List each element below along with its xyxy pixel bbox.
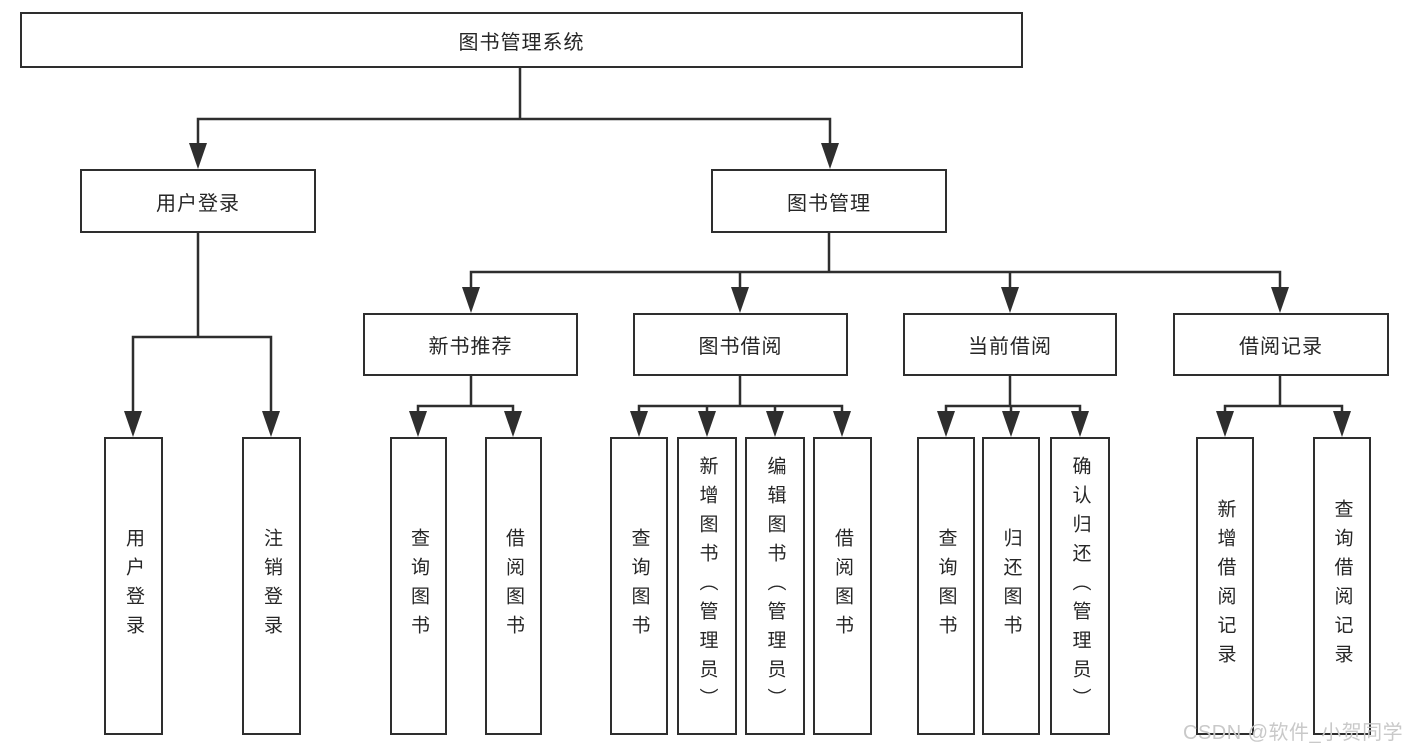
- leaf-query-books-borrowing: 查询图书: [610, 437, 668, 735]
- connector-arrow: [409, 411, 427, 437]
- connector-arrow: [1271, 287, 1289, 313]
- leaf-confirm-return-admin: 确认归还（管理员）: [1050, 437, 1110, 735]
- node-book-management: 图书管理: [711, 169, 947, 233]
- node-book-borrowing-label: 图书借阅: [698, 336, 783, 358]
- leaf-confirm-return-admin-label: 确认归还（管理员）: [1069, 455, 1091, 717]
- leaf-query-borrow-record-label: 查询借阅记录: [1331, 499, 1353, 673]
- watermark: CSDN @软件_小贺同学: [1183, 722, 1404, 744]
- connector-arrow: [262, 411, 280, 437]
- connector-arrow: [698, 411, 716, 437]
- node-borrowing-records-label: 借阅记录: [1239, 336, 1323, 358]
- leaf-edit-book-admin-label: 编辑图书（管理员）: [764, 455, 786, 717]
- connector-arrow: [1002, 411, 1020, 437]
- leaf-borrow-books-recommend-label: 借阅图书: [503, 528, 524, 644]
- node-user-login-label: 用户登录: [156, 192, 240, 215]
- edge-borrowing-records-children: [1216, 376, 1351, 437]
- leaf-borrow-books-recommend: 借阅图书: [485, 437, 542, 735]
- leaf-query-books-current: 查询图书: [917, 437, 975, 735]
- node-book-management-label: 图书管理: [787, 192, 871, 215]
- connector-arrow: [462, 287, 480, 313]
- connector-arrow: [1071, 411, 1089, 437]
- leaf-query-books-recommend-label: 查询图书: [408, 528, 429, 644]
- connector-arrow: [1216, 411, 1234, 437]
- connector-arrow: [731, 287, 749, 313]
- leaf-query-books-current-label: 查询图书: [935, 528, 957, 644]
- leaf-edit-book-admin: 编辑图书（管理员）: [745, 437, 805, 735]
- leaf-add-book-admin: 新增图书（管理员）: [677, 437, 737, 735]
- leaf-borrow-books-borrowing: 借阅图书: [813, 437, 872, 735]
- leaf-logout-label: 注销登录: [261, 528, 282, 644]
- leaf-logout: 注销登录: [242, 437, 301, 735]
- connector-arrow: [833, 411, 851, 437]
- connector-arrow: [189, 143, 207, 169]
- node-new-book-recommendation-label: 新书推荐: [428, 336, 513, 358]
- node-current-borrowing-label: 当前借阅: [968, 336, 1052, 358]
- leaf-query-borrow-record: 查询借阅记录: [1313, 437, 1371, 735]
- node-user-login: 用户登录: [80, 169, 316, 233]
- leaf-query-books-borrowing-label: 查询图书: [628, 528, 650, 644]
- leaf-return-book-label: 归还图书: [1000, 528, 1022, 644]
- leaf-add-book-admin-label: 新增图书（管理员）: [696, 455, 718, 717]
- connector-arrow: [1333, 411, 1351, 437]
- edge-root-to-level2: [189, 68, 839, 169]
- leaf-user-login-label: 用户登录: [123, 528, 144, 644]
- connector-arrow: [937, 411, 955, 437]
- edge-new-book-children: [409, 376, 522, 437]
- node-root: 图书管理系统: [20, 12, 1023, 68]
- node-root-label: 图书管理系统: [458, 31, 585, 54]
- connector-arrow: [504, 411, 522, 437]
- leaf-user-login: 用户登录: [104, 437, 163, 735]
- node-book-borrowing: 图书借阅: [633, 313, 848, 376]
- connector-arrow: [821, 143, 839, 169]
- connector-arrow: [1001, 287, 1019, 313]
- node-current-borrowing: 当前借阅: [903, 313, 1117, 376]
- connector-arrow: [766, 411, 784, 437]
- node-new-book-recommendation: 新书推荐: [363, 313, 578, 376]
- leaf-add-borrow-record-label: 新增借阅记录: [1214, 499, 1236, 673]
- edge-book-management-children: [462, 233, 1289, 313]
- leaf-query-books-recommend: 查询图书: [390, 437, 447, 735]
- connector-arrow: [124, 411, 142, 437]
- node-borrowing-records: 借阅记录: [1173, 313, 1389, 376]
- leaf-borrow-books-borrowing-label: 借阅图书: [832, 528, 853, 644]
- edge-current-borrowing-children: [937, 376, 1089, 437]
- edge-book-borrowing-children: [630, 376, 851, 437]
- connector-arrow: [630, 411, 648, 437]
- leaf-return-book: 归还图书: [982, 437, 1040, 735]
- leaf-add-borrow-record: 新增借阅记录: [1196, 437, 1254, 735]
- edge-user-login-children: [124, 233, 280, 437]
